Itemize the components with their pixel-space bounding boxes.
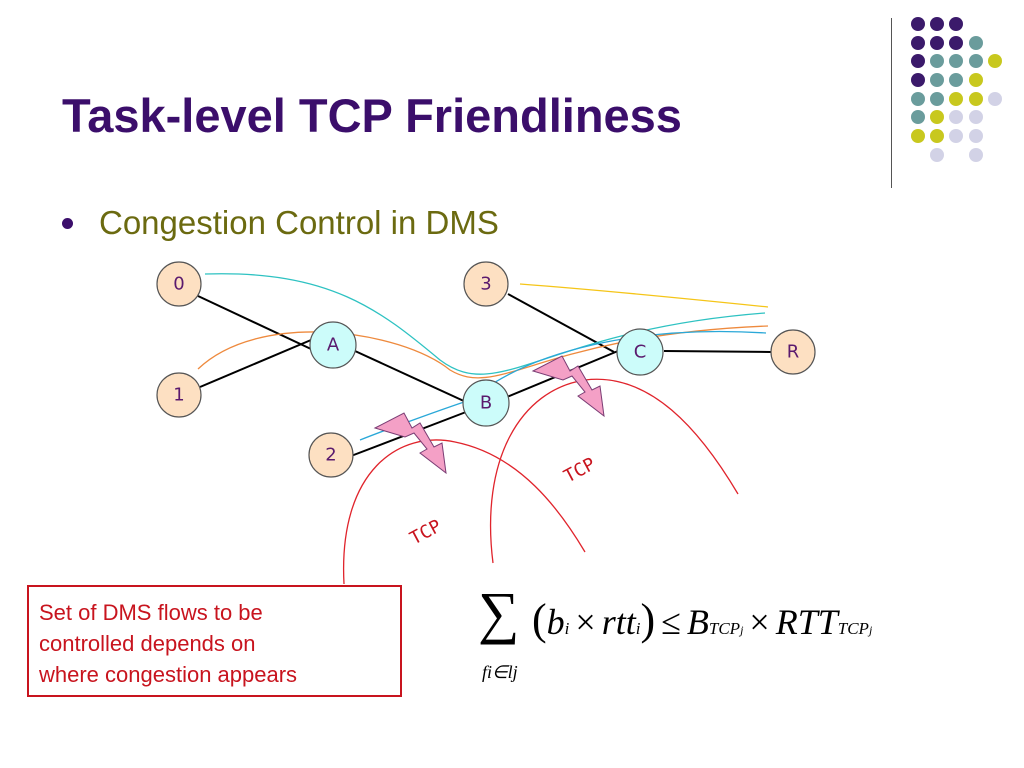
node-0-circle <box>156 261 202 307</box>
times-operator-1: × <box>575 602 596 642</box>
bullet-text: Congestion Control in DMS <box>99 204 499 241</box>
decorative-dot <box>969 148 983 162</box>
decorative-dot <box>911 129 925 143</box>
node-B-circle <box>462 379 510 427</box>
sum-index: fi∈lj <box>482 662 518 682</box>
sum-symbol: ∑ <box>478 580 520 645</box>
node-A-label: A <box>327 335 340 356</box>
decorative-dot <box>930 129 944 143</box>
decorative-dot <box>911 92 925 106</box>
decorative-dot-grid <box>911 17 1002 162</box>
node-C-circle <box>616 328 664 376</box>
times-operator-2: × <box>749 602 770 642</box>
decorative-dot <box>911 36 925 50</box>
node-B-label: B <box>480 393 492 414</box>
decorative-dot <box>911 73 925 87</box>
decorative-divider <box>891 18 892 188</box>
decorative-dot <box>930 148 944 162</box>
slide-title: Task-level TCP Friendliness <box>62 89 682 142</box>
node-1-label: 1 <box>173 385 184 406</box>
link-A-B <box>354 350 467 403</box>
lightning-bolt-icon-left <box>373 412 447 475</box>
decorative-dot <box>949 73 963 87</box>
decorative-dot <box>969 129 983 143</box>
var-B-subsub: j <box>740 623 744 637</box>
decorative-dot <box>969 92 983 106</box>
var-B-sub: TCP <box>708 619 741 638</box>
decorative-dot <box>930 110 944 124</box>
link-0-A <box>197 295 312 350</box>
decorative-dot <box>949 36 963 50</box>
var-B: B <box>686 602 709 642</box>
decorative-dot <box>930 54 944 68</box>
callout-note-box: Set of DMS flows to be controlled depend… <box>27 585 402 697</box>
decorative-dot <box>988 54 1002 68</box>
link-C-R <box>663 350 772 353</box>
node-0-label: 0 <box>173 274 184 295</box>
node-2-label: 2 <box>325 445 336 466</box>
decorative-dot <box>969 110 983 124</box>
decorative-dot <box>911 54 925 68</box>
bullet-dot <box>62 217 73 229</box>
decorative-dot <box>911 110 925 124</box>
decorative-dot <box>949 110 963 124</box>
node-3-circle <box>463 261 509 307</box>
node-A-circle <box>309 321 357 369</box>
decorative-dot <box>930 73 944 87</box>
tcp-label-left: TCP <box>406 516 445 550</box>
bullet-item: Congestion Control in DMS <box>62 204 499 242</box>
var-b: b <box>546 602 565 642</box>
note-line-2: controlled depends on <box>39 631 256 656</box>
open-paren: ( <box>532 595 547 644</box>
decorative-dot <box>930 92 944 106</box>
lightning-bolt-icon-right <box>531 355 605 418</box>
leq-operator: ≤ <box>661 602 681 642</box>
var-rtt: rtt <box>601 602 636 642</box>
flow-curve-orange-from-1 <box>197 325 769 379</box>
decorative-dot <box>930 17 944 31</box>
decorative-dot <box>949 17 963 31</box>
var-RTT-sub: TCP <box>837 619 869 638</box>
decorative-dot <box>930 36 944 50</box>
note-line-3: where congestion appears <box>39 662 298 687</box>
node-C-label: C <box>634 342 647 363</box>
tcp-label-right: TCP <box>560 454 599 488</box>
node-2-circle <box>308 432 354 478</box>
var-rtt-sub: i <box>635 619 641 638</box>
decorative-dot <box>988 92 1002 106</box>
decorative-dot <box>949 129 963 143</box>
flow-curve-gold-from-3 <box>519 283 769 308</box>
close-paren: ) <box>640 595 656 644</box>
flow-curve-cyan-from-0 <box>204 273 766 375</box>
decorative-dot <box>949 92 963 106</box>
node-3-label: 3 <box>480 274 491 295</box>
decorative-dot <box>949 54 963 68</box>
decorative-dot <box>969 73 983 87</box>
callout-curve-left <box>343 439 586 585</box>
note-line-1: Set of DMS flows to be <box>39 600 263 625</box>
node-1-circle <box>156 372 202 418</box>
var-RTT: RTT <box>775 602 838 642</box>
decorative-dot <box>969 54 983 68</box>
decorative-dot <box>911 17 925 31</box>
var-b-sub: i <box>564 619 570 638</box>
node-R-circle <box>770 329 816 375</box>
link-1-A <box>199 339 312 388</box>
decorative-dot <box>969 36 983 50</box>
var-RTT-subsub: j <box>868 623 873 637</box>
node-R-label: R <box>787 342 800 363</box>
callout-curve-right <box>489 378 739 564</box>
